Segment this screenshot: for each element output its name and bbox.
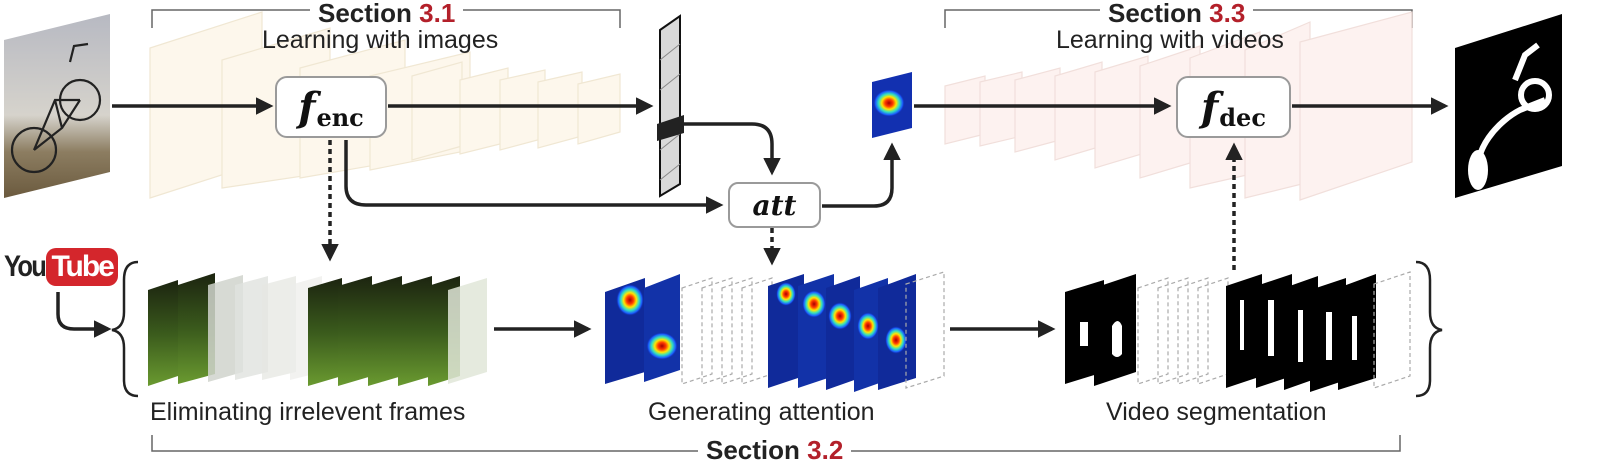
dotted-arrows <box>321 140 1243 270</box>
arrows <box>56 97 1449 338</box>
section-3-2-title: Section 3.2 <box>698 435 852 465</box>
section-3-2-label: Section <box>706 435 808 465</box>
decoder-sub: dec <box>1219 102 1266 132</box>
section-3-3-caption: Learning with videos <box>1056 26 1284 54</box>
stage-segmentation-label: Video segmentation <box>1106 398 1327 426</box>
output-mask-image <box>1455 14 1562 198</box>
video-frames-group <box>148 273 487 386</box>
attention-box: att <box>728 182 821 228</box>
attention-map-image <box>872 72 912 138</box>
section-3-1-label: Section <box>318 0 420 28</box>
arrow-youtube-to-frames <box>56 292 112 338</box>
segmentation-frames-group <box>1065 271 1411 392</box>
arrow-strip-to-att <box>684 122 781 176</box>
input-bicycle-image <box>4 14 110 198</box>
youtube-logo-tube: Tube <box>46 248 118 286</box>
youtube-logo: You Tube <box>4 248 118 286</box>
section-3-2-number: 3.2 <box>807 435 844 465</box>
arrow-att-to-map <box>822 142 901 208</box>
encoder-sub: enc <box>316 102 364 132</box>
section-3-3-label: Section <box>1108 0 1210 28</box>
stage-attention-label: Generating attention <box>648 398 875 426</box>
left-brace <box>111 260 139 398</box>
attention-frames-group <box>605 271 945 392</box>
encoder-f: f <box>298 83 316 131</box>
section-3-3-number: 3.3 <box>1209 0 1246 28</box>
decoder-f: f <box>1201 83 1219 131</box>
attention-label: att <box>752 188 797 222</box>
right-brace <box>1415 260 1443 398</box>
bottleneck-feature-strip <box>657 14 684 198</box>
stage-eliminate-label: Eliminating irrelevent frames <box>150 398 466 426</box>
section-3-1-caption: Learning with images <box>262 26 499 54</box>
arrow-enc-to-att <box>344 140 724 214</box>
section-3-1-number: 3.1 <box>419 0 456 28</box>
encoder-feature-maps <box>149 11 621 199</box>
section-3-3-title: Section 3.3 <box>1100 0 1254 28</box>
section-3-1-title: Section 3.1 <box>310 0 464 28</box>
youtube-logo-you: You <box>4 250 47 283</box>
